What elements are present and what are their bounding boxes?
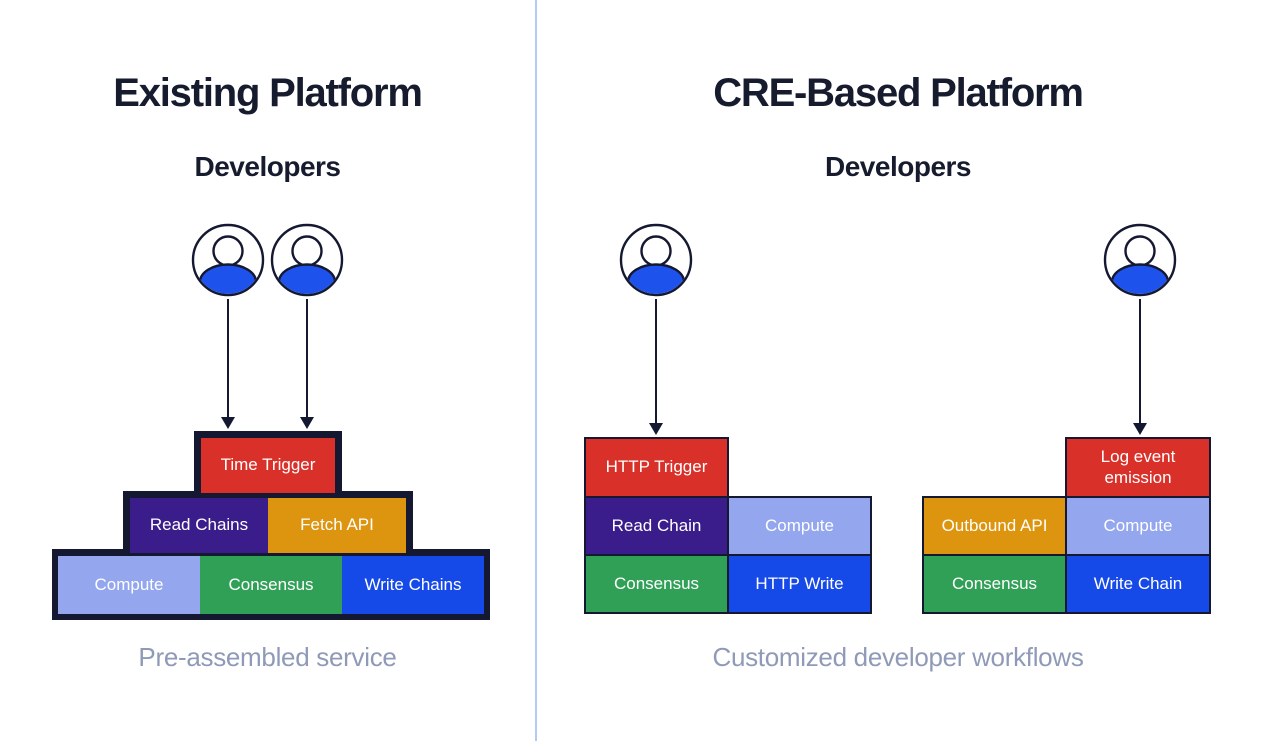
pyramid-tier-bottom: Compute Consensus Write Chains	[52, 549, 490, 620]
arrow-down-icon	[649, 299, 663, 435]
block-fetch-api: Fetch API	[268, 498, 406, 553]
block-compute: Compute	[1065, 496, 1211, 556]
left-panel-title: Existing Platform	[113, 71, 423, 115]
block-compute: Compute	[58, 556, 200, 614]
block-time-trigger: Time Trigger	[201, 438, 335, 493]
left-panel-caption: Pre-assembled service	[138, 642, 397, 672]
panel-divider	[535, 0, 537, 741]
right-panel-title: CRE-Based Platform	[713, 71, 1084, 115]
arrow-down-icon	[221, 299, 235, 429]
block-compute: Compute	[727, 496, 872, 556]
block-consensus: Consensus	[200, 556, 342, 614]
developer-icon	[1103, 222, 1177, 298]
right-panel-caption: Customized developer workflows	[712, 642, 1084, 672]
block-http-write: HTTP Write	[727, 554, 872, 614]
arrow-down-icon	[1133, 299, 1147, 435]
block-read-chains: Read Chains	[130, 498, 268, 553]
pyramid-tier-middle: Read Chains Fetch API	[123, 491, 413, 553]
block-consensus: Consensus	[922, 554, 1067, 614]
block-http-trigger: HTTP Trigger	[584, 437, 729, 498]
right-panel-subtitle: Developers	[825, 151, 971, 182]
block-outbound-api: Outbound API	[922, 496, 1067, 556]
block-write-chains: Write Chains	[342, 556, 484, 614]
developer-icon	[619, 222, 693, 298]
arrow-down-icon	[300, 299, 314, 429]
block-consensus: Consensus	[584, 554, 729, 614]
left-panel-subtitle: Developers	[194, 151, 341, 182]
block-read-chain: Read Chain	[584, 496, 729, 556]
pyramid-tier-top: Time Trigger	[194, 431, 342, 493]
developer-icon	[270, 222, 344, 298]
block-log-event-emission: Log event emission	[1065, 437, 1211, 498]
block-write-chain: Write Chain	[1065, 554, 1211, 614]
developer-icon	[191, 222, 265, 298]
